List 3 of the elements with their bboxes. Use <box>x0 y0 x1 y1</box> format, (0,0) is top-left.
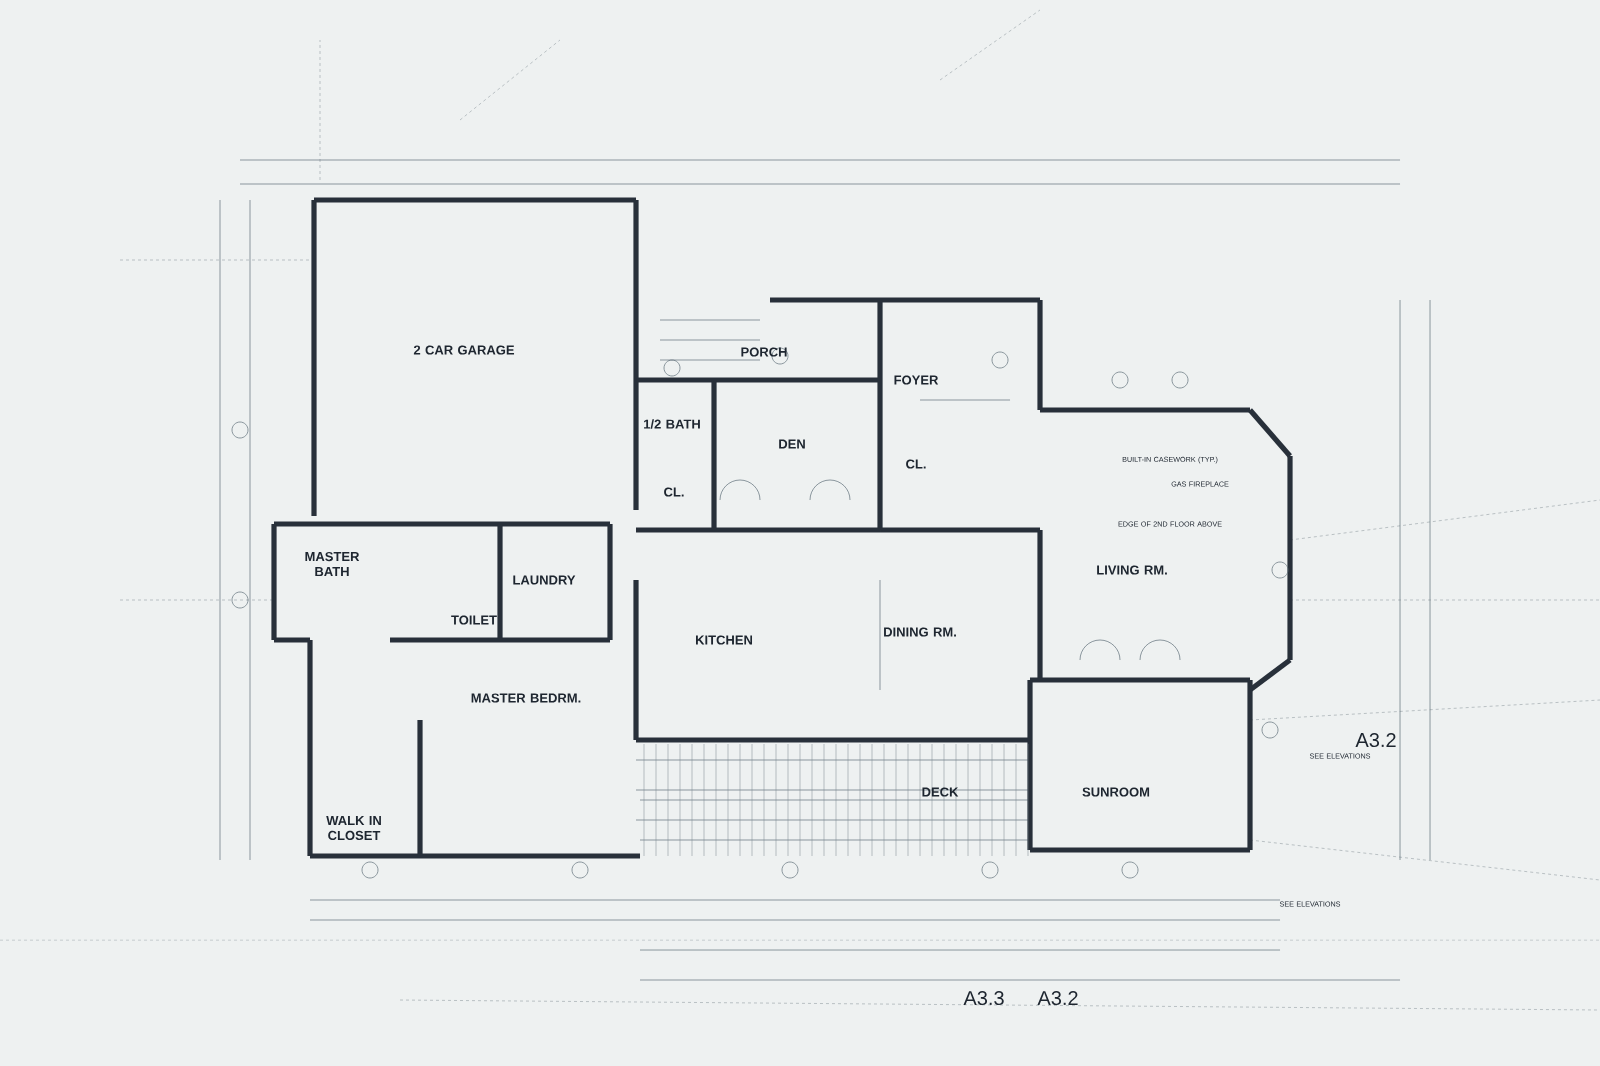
section-mark: A3.2 <box>1037 990 1078 1006</box>
section-mark: A3.2 <box>1355 732 1396 748</box>
section-mark: A3.3 <box>963 990 1004 1006</box>
